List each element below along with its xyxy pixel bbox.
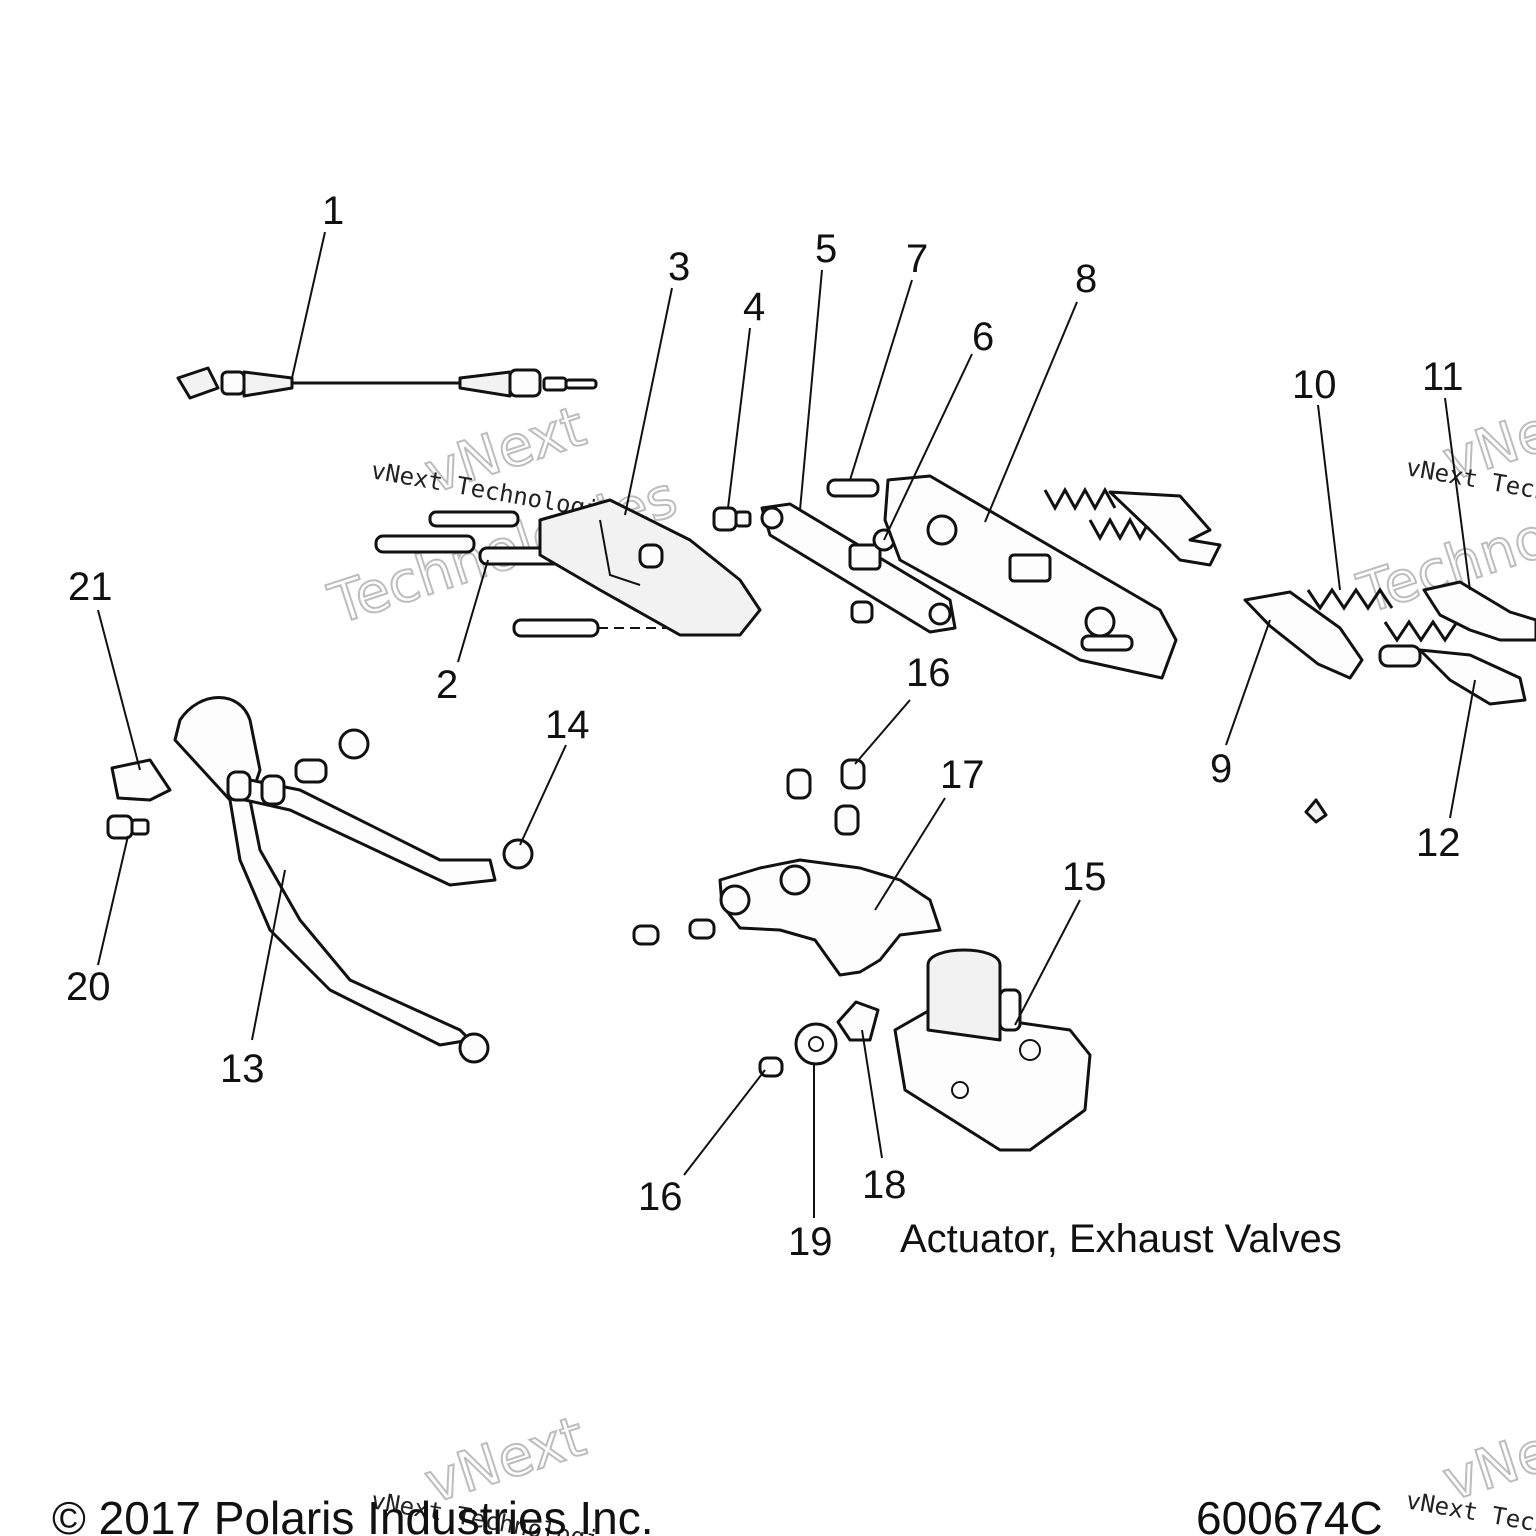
- callout-14: 14: [545, 703, 590, 747]
- part-15-actuator: [893, 948, 1092, 1152]
- callout-21: 21: [68, 565, 113, 609]
- callout-4: 4: [743, 285, 765, 329]
- callout-16-bottom: 16: [638, 1175, 683, 1219]
- callout-12: 12: [1416, 821, 1461, 865]
- part-16-screws: [632, 758, 866, 1078]
- part-11-valve: [1422, 580, 1536, 642]
- part-18-grommet: [836, 1000, 880, 1042]
- callout-15: 15: [1062, 855, 1107, 899]
- callout-8: 8: [1075, 257, 1097, 301]
- callout-16-top: 16: [906, 651, 951, 695]
- callout-11: 11: [1422, 355, 1464, 399]
- callout-10: 10: [1292, 363, 1337, 407]
- callout-9: 9: [1210, 747, 1232, 791]
- copyright-text: © 2017 Polaris Industries Inc.: [52, 1492, 654, 1536]
- part-14-clamp: [502, 838, 534, 870]
- part-19-washer: [794, 1022, 838, 1066]
- callout-7: 7: [906, 237, 928, 281]
- diagram-caption: Actuator, Exhaust Valves: [900, 1217, 1342, 1261]
- callout-6: 6: [972, 315, 994, 359]
- part-13-hose: [173, 696, 497, 1047]
- small-fragment: [1304, 798, 1328, 824]
- part-17-bracket: [718, 858, 942, 977]
- leader-lines: [97, 231, 1476, 1218]
- callout-20: 20: [66, 965, 111, 1009]
- part-8-plate: [883, 474, 1178, 680]
- callout-13: 13: [220, 1047, 265, 1091]
- callout-19: 19: [788, 1220, 833, 1264]
- callout-labels: 1 2 3 4 5 6 7 8 9 10 11 12 13 14 15 16 1…: [66, 189, 1464, 1264]
- part-9-gasket: [1243, 590, 1364, 680]
- callout-3: 3: [668, 245, 690, 289]
- part-21-clip: [110, 758, 172, 802]
- upper-springs: [1043, 486, 1222, 567]
- part-5-link: [760, 502, 957, 634]
- part-1-cable: [176, 366, 598, 400]
- callout-5: 5: [815, 227, 837, 271]
- part-12-valve: [1378, 619, 1527, 706]
- part-7-bolt: [826, 478, 880, 498]
- callout-18: 18: [862, 1163, 907, 1207]
- part-20-bolt: [106, 814, 150, 840]
- part-4-screw: [712, 506, 752, 532]
- callout-1: 1: [322, 189, 344, 233]
- callout-17: 17: [940, 753, 985, 797]
- hose-clamps: [338, 728, 490, 1064]
- diagram-number: 600674C: [1196, 1492, 1383, 1536]
- part-10-spring: [1306, 587, 1394, 611]
- part-3-cover: [538, 498, 762, 637]
- callout-2: 2: [436, 663, 458, 707]
